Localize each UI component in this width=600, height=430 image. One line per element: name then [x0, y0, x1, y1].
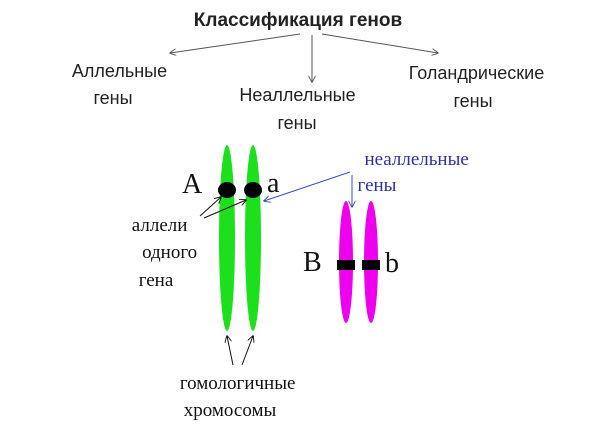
gene-letter-a: a	[267, 168, 280, 199]
category-nonallelic: Неаллельные гены	[239, 85, 360, 133]
arrow-to-allelic	[170, 33, 301, 53]
arrow-alleles-to-a	[203, 200, 246, 219]
alleles-label: аллели одного гена	[132, 215, 202, 291]
category-holandric: Голандрические гены	[409, 63, 550, 111]
nonallelic-genes-label-line2: гены	[358, 175, 397, 196]
category-allelic: Аллельные гены	[72, 61, 172, 108]
homologous-label-line2: хромосомы	[184, 400, 277, 421]
category-allelic-line2: гены	[93, 88, 132, 108]
locus-a-marker	[244, 182, 262, 198]
category-allelic-line1: Аллельные	[72, 61, 167, 81]
alleles-label-line1: аллели	[132, 215, 188, 236]
arrow-alleles-to-A	[199, 197, 221, 217]
category-nonallelic-line2: гены	[277, 113, 316, 133]
gene-letter-A: A	[182, 169, 203, 200]
arrow-to-holandric	[321, 33, 438, 53]
nonallelic-genes-label: неаллельные гены	[358, 149, 474, 196]
arrow-homologous-to-left	[227, 336, 234, 366]
arrow-homologous-to-right	[241, 336, 253, 366]
homologous-label: гомологичные хромосомы	[180, 373, 300, 421]
locus-A-marker	[218, 182, 236, 198]
green-chromosome-right	[245, 145, 261, 331]
nonallelic-genes-label-line1: неаллельные	[364, 149, 468, 170]
gene-letter-b: b	[385, 248, 399, 279]
alleles-label-line2: одного	[142, 242, 197, 263]
locus-B-marker	[337, 260, 355, 270]
diagram-title: Классификация генов	[194, 10, 402, 31]
homologous-label-line1: гомологичные	[180, 373, 296, 394]
category-holandric-line1: Голандрические	[409, 63, 545, 83]
blue-arrow-to-locus-a	[264, 171, 351, 201]
locus-b-marker	[362, 260, 380, 270]
category-holandric-line2: гены	[453, 91, 492, 111]
green-chromosome-left	[219, 145, 235, 331]
category-nonallelic-line1: Неаллельные	[239, 85, 355, 105]
alleles-label-line3: гена	[139, 270, 174, 291]
gene-letter-B: B	[303, 247, 322, 278]
